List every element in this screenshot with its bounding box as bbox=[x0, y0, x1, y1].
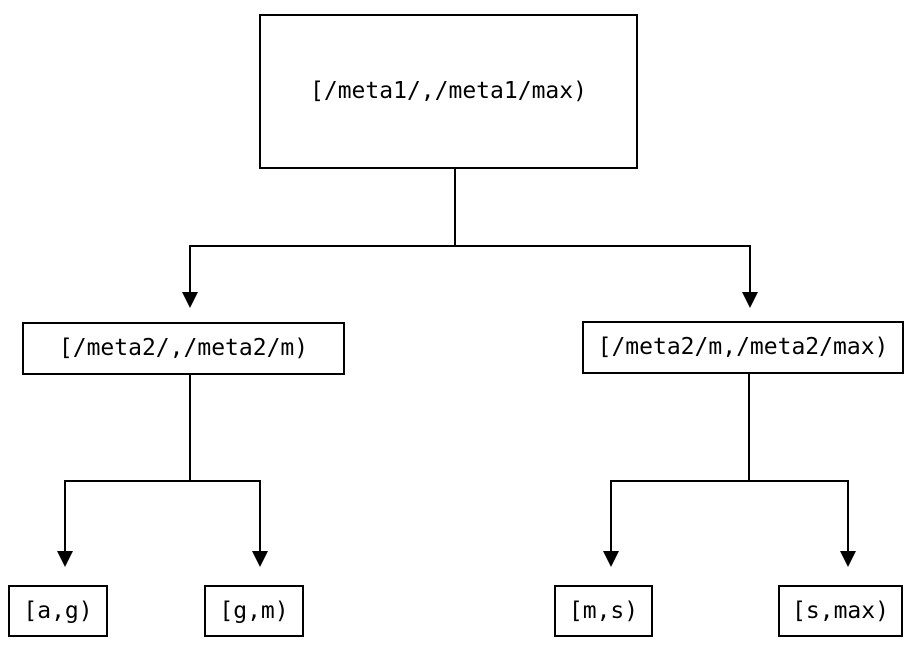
tree-leaf-s-max: [s,max) bbox=[778, 585, 903, 637]
tree-leaf-m-s: [m,s) bbox=[554, 585, 653, 637]
tree-leaf-a-g: [a,g) bbox=[8, 585, 108, 637]
tree-node-label: [g,m) bbox=[219, 597, 289, 624]
tree-node-meta2-low: [/meta2/,/meta2/m) bbox=[22, 322, 345, 375]
tree-node-label: [/meta2/m,/meta2/max) bbox=[597, 334, 889, 360]
tree-node-label: [/meta1/,/meta1/max) bbox=[310, 78, 587, 104]
tree-node-label: [s,max) bbox=[792, 597, 889, 624]
tree-node-label: [m,s) bbox=[568, 597, 639, 624]
arrowhead-down-icon bbox=[57, 551, 73, 567]
tree-node-root: [/meta1/,/meta1/max) bbox=[259, 14, 638, 169]
tree-node-meta2-high: [/meta2/m,/meta2/max) bbox=[582, 321, 904, 374]
connector-left-child-to-leaves bbox=[64, 375, 261, 552]
tree-leaf-g-m: [g,m) bbox=[204, 585, 304, 637]
arrowhead-down-icon bbox=[252, 551, 268, 567]
arrowhead-down-icon bbox=[603, 551, 619, 567]
arrowhead-down-icon bbox=[182, 292, 198, 308]
arrowhead-down-icon bbox=[742, 292, 758, 308]
arrowhead-down-icon bbox=[840, 551, 856, 567]
tree-node-label: [/meta2/,/meta2/m) bbox=[58, 335, 309, 361]
tree-node-label: [a,g) bbox=[23, 597, 93, 624]
connector-right-child-to-leaves bbox=[610, 374, 849, 552]
connector-root-to-children bbox=[189, 169, 751, 293]
